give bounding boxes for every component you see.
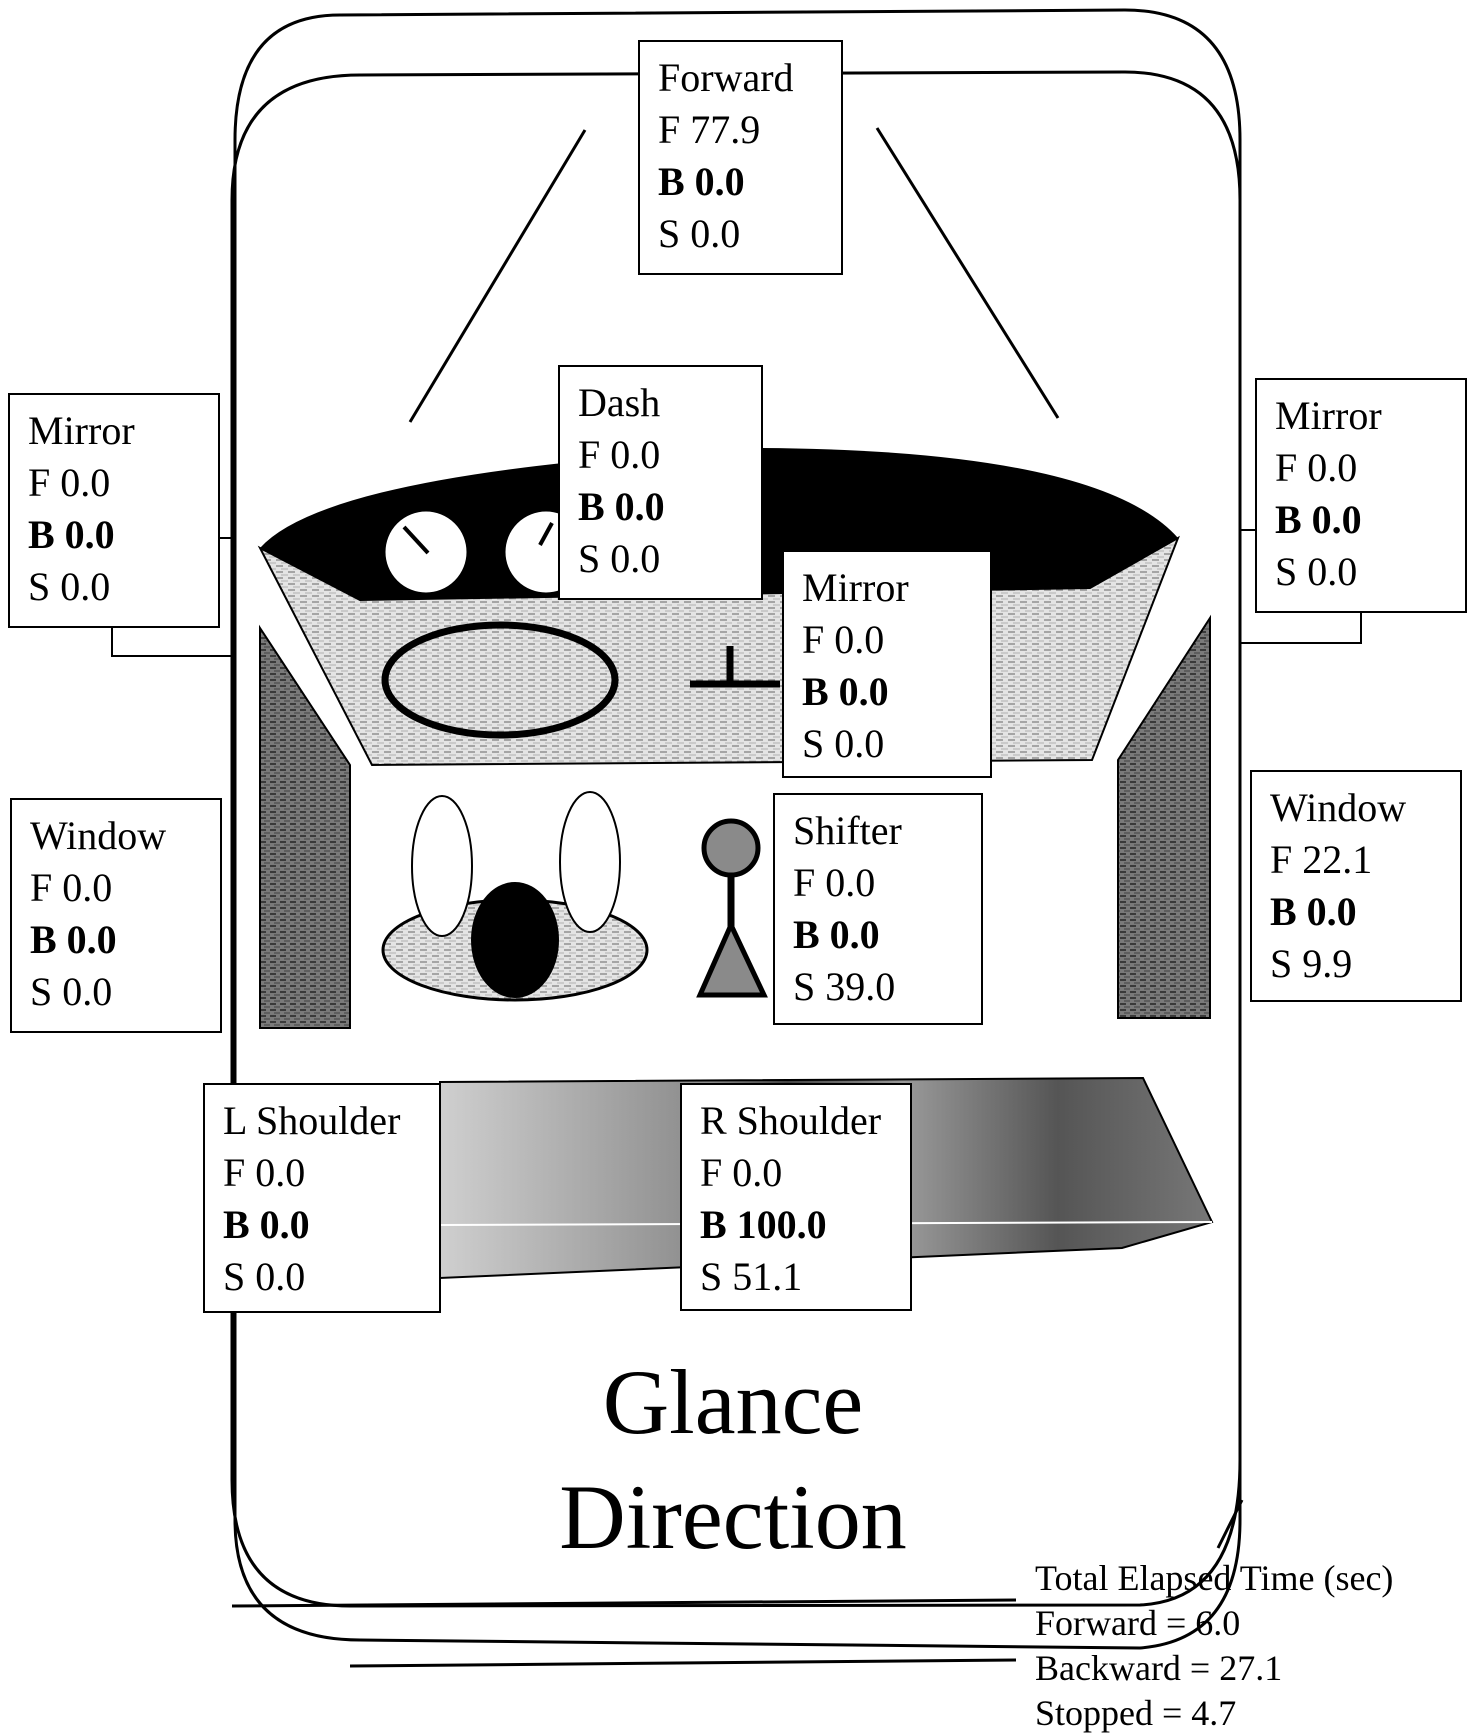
driver-knee-left: [411, 795, 473, 937]
zone-stopped-value: S 9.9: [1270, 941, 1353, 986]
zone-l-shoulder: L Shoulder F 0.0 B 0.0 S 0.0: [203, 1083, 441, 1313]
zone-stopped-value: S 0.0: [802, 721, 885, 766]
zone-forward-value: F 0.0: [1275, 445, 1358, 490]
zone-forward-value: F 0.0: [223, 1150, 306, 1195]
zone-name: Mirror: [1275, 393, 1382, 438]
zone-forward-value: F 0.0: [802, 617, 885, 662]
zone-name: Forward: [658, 55, 794, 100]
zone-forward-value: F 77.9: [658, 107, 761, 152]
zone-stopped-value: S 0.0: [658, 211, 741, 256]
totals-leader-bottom: [349, 1658, 1017, 1668]
zone-name: Shifter: [793, 808, 902, 853]
forward-view-line-left: [408, 129, 587, 423]
steering-wheel-icon: [381, 621, 619, 739]
zone-stopped-value: S 0.0: [1275, 549, 1358, 594]
left-mirror-bracket: [111, 537, 233, 657]
diagram-title-line2: Direction: [559, 1466, 907, 1568]
zone-forward-value: F 0.0: [578, 432, 661, 477]
zone-backward-value: B 0.0: [1275, 497, 1362, 542]
zone-stopped-value: S 0.0: [28, 564, 111, 609]
zone-backward-value: B 0.0: [802, 669, 889, 714]
zone-name: R Shoulder: [700, 1098, 882, 1143]
zone-forward-value: F 0.0: [28, 460, 111, 505]
zone-forward-value: F 22.1: [1270, 837, 1373, 882]
totals-forward: Forward = 6.0: [1035, 1603, 1241, 1643]
zone-forward-value: F 0.0: [793, 860, 876, 905]
zone-name: Dash: [578, 380, 661, 425]
zone-forward-value: F 0.0: [30, 865, 113, 910]
totals-stopped: Stopped = 4.7: [1035, 1693, 1237, 1733]
zone-left-window: Window F 0.0 B 0.0 S 0.0: [10, 798, 222, 1033]
driver-knee-right: [559, 791, 621, 933]
zone-backward-value: B 0.0: [793, 912, 880, 957]
driver-head-icon: [471, 882, 559, 998]
zone-backward-value: B 100.0: [700, 1202, 827, 1247]
zone-name: Window: [1270, 785, 1407, 830]
zone-center-mirror: Mirror F 0.0 B 0.0 S 0.0: [782, 550, 992, 778]
zone-shifter: Shifter F 0.0 B 0.0 S 39.0: [773, 793, 983, 1025]
zone-stopped-value: S 0.0: [223, 1254, 306, 1299]
zone-right-window: Window F 22.1 B 0.0 S 9.9: [1250, 770, 1462, 1002]
zone-forward: Forward F 77.9 B 0.0 S 0.0: [638, 40, 843, 275]
zone-stopped-value: S 51.1: [700, 1254, 803, 1299]
zone-backward-value: B 0.0: [1270, 889, 1357, 934]
left-window-pillar: [259, 624, 351, 1029]
totals-heading: Total Elapsed Time (sec): [1035, 1558, 1394, 1598]
right-window-pillar: [1117, 614, 1211, 1019]
forward-view-line-right: [875, 127, 1060, 419]
zone-name: Mirror: [28, 408, 135, 453]
car-outline-outer: [233, 8, 1242, 1650]
shifter-base-icon: [696, 918, 768, 998]
totals-block: Total Elapsed Time (sec) Forward = 6.0 B…: [1035, 1556, 1393, 1736]
zone-right-mirror: Mirror F 0.0 B 0.0 S 0.0: [1255, 378, 1467, 613]
totals-backward: Backward = 27.1: [1035, 1648, 1283, 1688]
shifter-knob-icon: [701, 818, 761, 878]
zone-dash: Dash F 0.0 B 0.0 S 0.0: [558, 365, 763, 600]
zone-backward-value: B 0.0: [28, 512, 115, 557]
zone-name: Window: [30, 813, 167, 858]
car-outline-inner: [230, 70, 1242, 1608]
zone-backward-value: B 0.0: [223, 1202, 310, 1247]
zone-backward-value: B 0.0: [578, 484, 665, 529]
totals-leader-top: [231, 1598, 1017, 1608]
zone-left-mirror: Mirror F 0.0 B 0.0 S 0.0: [8, 393, 220, 628]
zone-name: L Shoulder: [223, 1098, 401, 1143]
zone-backward-value: B 0.0: [658, 159, 745, 204]
zone-r-shoulder: R Shoulder F 0.0 B 100.0 S 51.1: [680, 1083, 912, 1311]
zone-backward-value: B 0.0: [30, 917, 117, 962]
zone-stopped-value: S 39.0: [793, 964, 896, 1009]
zone-stopped-value: S 0.0: [578, 536, 661, 581]
zone-forward-value: F 0.0: [700, 1150, 783, 1195]
zone-name: Mirror: [802, 565, 909, 610]
zone-stopped-value: S 0.0: [30, 969, 113, 1014]
right-mirror-bracket: [1239, 529, 1362, 644]
diagram-title-line1: Glance: [602, 1351, 864, 1453]
